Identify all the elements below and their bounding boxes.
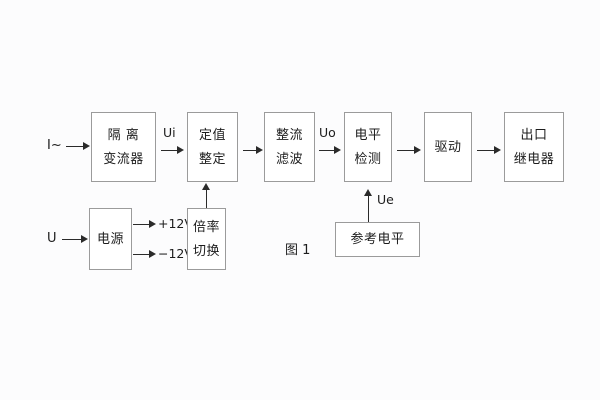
- block-level-detect-line1: 电平: [354, 127, 382, 143]
- block-multiplier-switch-line1: 倍率: [192, 219, 220, 235]
- arrow-right-icon: [149, 220, 156, 228]
- block-reference-level: 参考电平: [335, 222, 420, 257]
- block-multiplier-switch: 倍率 切换: [187, 208, 226, 270]
- block-reference-level-line1: 参考电平: [350, 232, 405, 247]
- connector-driver-to-relay: [477, 150, 495, 151]
- input-voltage-label: U: [47, 231, 57, 246]
- signal-label-uo: Uo: [319, 125, 336, 140]
- arrow-right-icon: [83, 142, 90, 150]
- arrow-right-icon: [256, 146, 263, 154]
- arrow-up-icon: [202, 183, 210, 190]
- connector-isolation-to-setting: [161, 150, 178, 151]
- block-rectifier-filter: 整流 滤波: [264, 112, 315, 182]
- arrow-right-icon: [334, 146, 341, 154]
- block-power-supply: 电源: [89, 208, 132, 270]
- arrow-right-icon: [149, 250, 156, 258]
- connector-multiplier-to-setting: [206, 190, 207, 208]
- connector-rectifier-to-detect: [319, 150, 335, 151]
- connector-reference-to-detect: [368, 196, 369, 222]
- connector-input-to-isolation: [66, 146, 84, 147]
- connector-input-to-power-supply: [62, 239, 82, 240]
- connector-rail-negative: [133, 254, 150, 255]
- block-driver: 驱动: [424, 112, 472, 182]
- signal-label-ue: Ue: [377, 192, 394, 207]
- block-setting-line2: 整定: [198, 151, 226, 167]
- arrow-right-icon: [81, 235, 88, 243]
- figure-caption: 图 1: [285, 243, 311, 258]
- connector-setting-to-rectifier: [243, 150, 257, 151]
- block-isolation-ct-line2: 变流器: [103, 151, 144, 167]
- block-isolation-ct-line1: 隔 离: [107, 127, 140, 143]
- connector-detect-to-driver: [397, 150, 415, 151]
- block-rectifier-filter-line1: 整流: [275, 127, 303, 143]
- block-rectifier-filter-line2: 滤波: [275, 151, 303, 167]
- block-power-supply-line1: 电源: [96, 231, 124, 247]
- block-level-detect-line2: 检测: [354, 151, 382, 167]
- signal-label-ui: Ui: [163, 125, 176, 140]
- arrow-right-icon: [494, 146, 501, 154]
- arrow-right-icon: [177, 146, 184, 154]
- block-multiplier-switch-line2: 切换: [192, 243, 220, 259]
- block-isolation-ct: 隔 离 变流器: [91, 112, 156, 182]
- block-driver-line1: 驱动: [434, 139, 462, 155]
- block-output-relay-line2: 继电器: [513, 151, 555, 167]
- connector-rail-positive: [133, 224, 150, 225]
- block-setting: 定值 整定: [187, 112, 238, 182]
- arrow-right-icon: [414, 146, 421, 154]
- input-current-label: I~: [47, 138, 62, 153]
- rail-negative-label: −12V: [158, 246, 193, 261]
- block-setting-line1: 定值: [198, 127, 226, 143]
- block-output-relay: 出口 继电器: [504, 112, 564, 182]
- block-level-detect: 电平 检测: [344, 112, 392, 182]
- rail-positive-label: +12V: [158, 216, 193, 231]
- block-output-relay-line1: 出口: [520, 127, 548, 143]
- arrow-up-icon: [364, 189, 372, 196]
